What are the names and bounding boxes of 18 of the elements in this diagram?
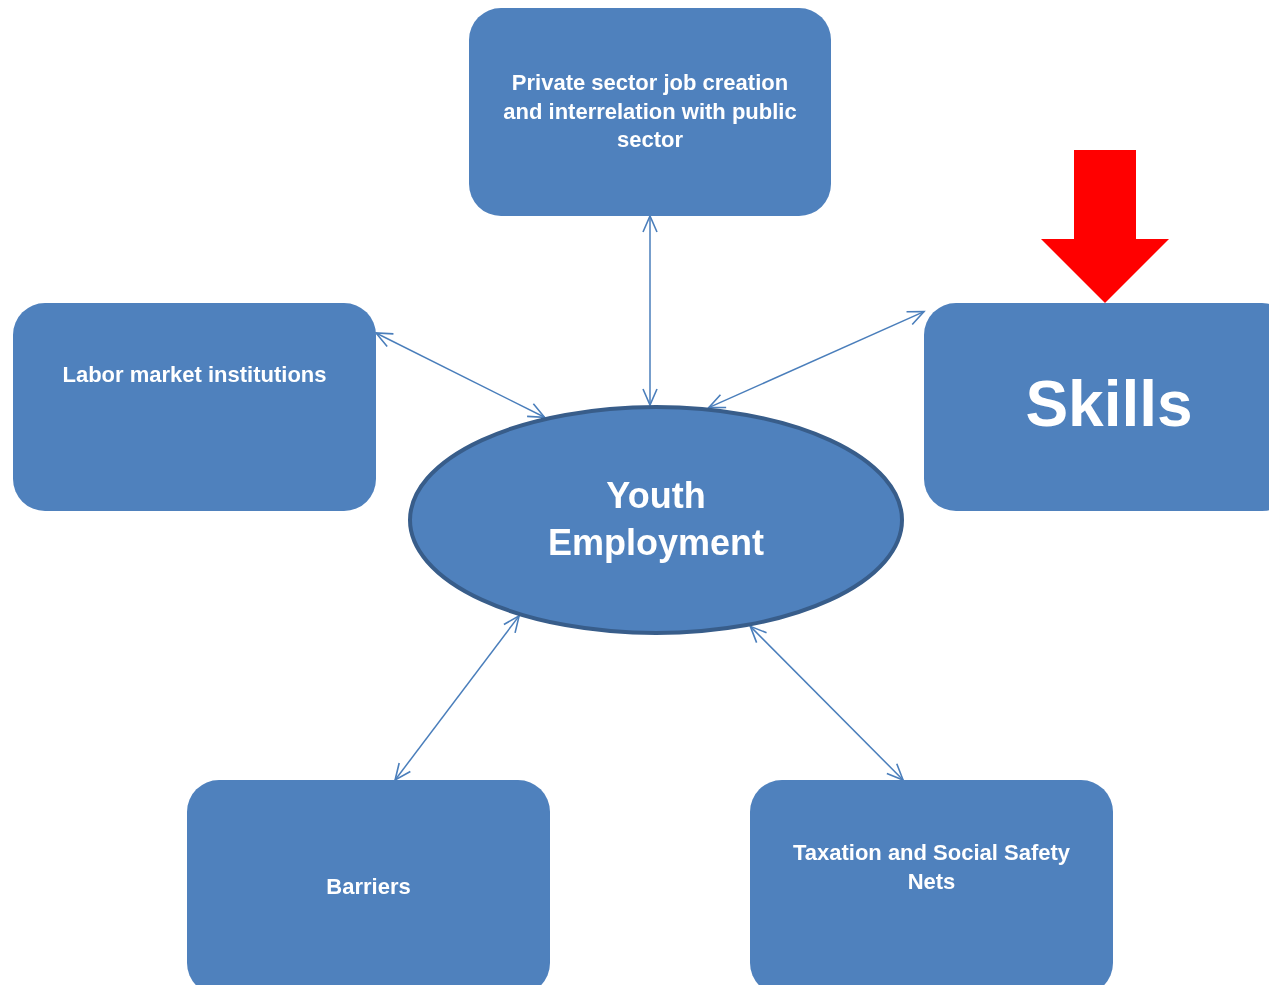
node-label: Barriers [325, 873, 412, 902]
topic-box [924, 303, 1269, 511]
block-arrow [1041, 150, 1169, 303]
topic-box [187, 780, 550, 985]
topic-box [469, 8, 831, 216]
double-arrow [394, 615, 520, 781]
node-label: Taxation and Social Safety Nets [791, 838, 1072, 896]
topic-box [750, 780, 1113, 985]
node-label: Labor market institutions [61, 361, 328, 389]
double-arrow [707, 310, 925, 409]
central-ellipse [408, 405, 904, 635]
double-arrow [375, 332, 546, 419]
node-label: Private sector job creation and interrelation with public sector [502, 69, 798, 155]
double-arrow [642, 215, 658, 406]
double-arrow [749, 625, 904, 781]
topic-box [13, 303, 376, 511]
node-label: Youth Employment [546, 474, 765, 565]
node-label: Skills [1024, 367, 1194, 443]
